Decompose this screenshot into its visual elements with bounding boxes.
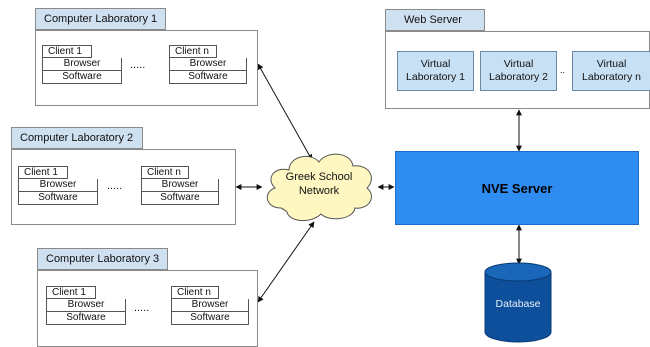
ellipsis: ..... xyxy=(134,302,150,314)
vlab-line1: Virtual xyxy=(596,58,627,70)
lab-1-title: Computer Laboratory 1 xyxy=(35,8,166,30)
browser-label: Browser xyxy=(18,179,98,192)
client-n: Client n Browser Software xyxy=(171,286,249,325)
browser-label: Browser xyxy=(169,58,247,71)
nve-server: NVE Server xyxy=(395,151,639,225)
client-label: Client n xyxy=(169,45,218,58)
vlab-line2: Laboratory 1 xyxy=(406,71,465,83)
network-line2: Network xyxy=(298,185,340,197)
software-label: Software xyxy=(171,312,249,325)
software-label: Software xyxy=(46,312,126,325)
vlab-line1: Virtual xyxy=(420,58,451,70)
software-label: Software xyxy=(42,71,122,84)
client-label: Client 1 xyxy=(18,166,68,179)
vlab-line1: Virtual xyxy=(503,58,534,70)
database-icon xyxy=(484,262,552,343)
ellipsis: .. xyxy=(560,65,566,75)
nve-server-label: NVE Server xyxy=(481,180,553,196)
software-label: Software xyxy=(141,192,219,205)
software-label: Software xyxy=(169,71,247,84)
client-label: Client 1 xyxy=(42,45,92,58)
client-1: Client 1 Browser Software xyxy=(42,45,122,84)
computer-laboratory-2: Client 1 Browser Software ..... Client n… xyxy=(11,149,236,225)
client-label: Client 1 xyxy=(46,286,96,299)
client-1: Client 1 Browser Software xyxy=(46,286,126,325)
browser-label: Browser xyxy=(141,179,219,192)
network-cloud-icon xyxy=(266,153,372,221)
computer-laboratory-1: Client 1 Browser Software ..... Client n… xyxy=(35,30,258,106)
browser-label: Browser xyxy=(171,299,249,312)
browser-label: Browser xyxy=(46,299,126,312)
lab-3-title: Computer Laboratory 3 xyxy=(37,248,168,270)
database-label: Database xyxy=(495,298,541,310)
computer-laboratory-3: Client 1 Browser Software ..... Client n… xyxy=(37,270,258,347)
client-n: Client n Browser Software xyxy=(141,166,219,205)
network-label: Greek School Network xyxy=(259,170,379,198)
client-label: Client n xyxy=(171,286,220,299)
software-label: Software xyxy=(18,192,98,205)
web-server-title: Web Server xyxy=(385,9,485,31)
network-line1: Greek School xyxy=(285,171,353,183)
link-lab3-network xyxy=(257,221,315,303)
ellipsis: ..... xyxy=(130,59,146,71)
vlab-line2: Laboratory n xyxy=(582,71,641,83)
browser-label: Browser xyxy=(42,58,122,71)
client-1: Client 1 Browser Software xyxy=(18,166,98,205)
client-n: Client n Browser Software xyxy=(169,45,247,84)
client-label: Client n xyxy=(141,166,190,179)
ellipsis: ..... xyxy=(107,180,123,192)
lab-2-title: Computer Laboratory 2 xyxy=(11,127,143,149)
link-lab1-network xyxy=(257,63,313,161)
vlab-line2: Laboratory 2 xyxy=(489,71,548,83)
